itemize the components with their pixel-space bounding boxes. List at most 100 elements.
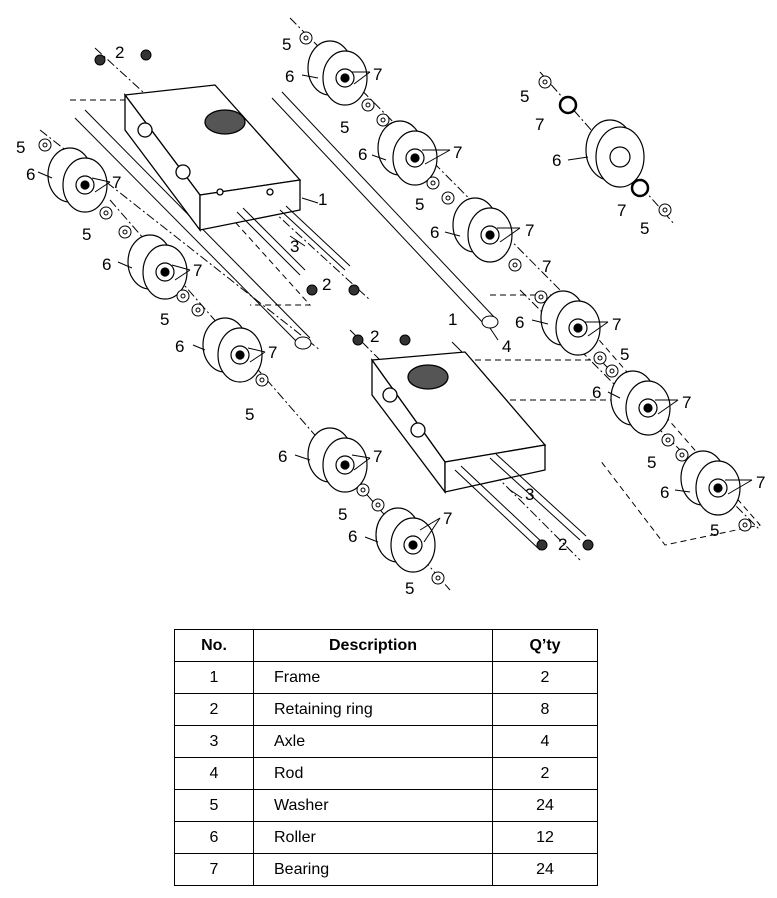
cell-no: 6	[174, 821, 254, 854]
roller	[307, 40, 368, 106]
callout-5: 5	[647, 453, 656, 472]
axles	[236, 205, 587, 551]
leader-lines	[37, 71, 753, 543]
cell-description: Retaining ring	[253, 693, 493, 726]
callout-2: 2	[115, 43, 124, 62]
callout-6: 6	[660, 483, 669, 502]
cell-no: 7	[174, 853, 254, 886]
cell-description: Frame	[253, 661, 493, 694]
callout-5: 5	[620, 345, 629, 364]
callout-7: 7	[112, 173, 121, 192]
rollers	[47, 40, 741, 573]
roller	[127, 234, 188, 300]
cell-description: Washer	[253, 789, 493, 822]
callout-5: 5	[415, 195, 424, 214]
callout-5: 5	[160, 310, 169, 329]
cell-no: 3	[174, 725, 254, 758]
callout-6: 6	[552, 151, 561, 170]
callout-6: 6	[285, 67, 294, 86]
callout-5: 5	[245, 405, 254, 424]
roller	[202, 317, 263, 383]
callout-5: 5	[16, 138, 25, 157]
callout-5: 5	[405, 579, 414, 598]
callout-6: 6	[26, 165, 35, 184]
callout-6: 6	[592, 383, 601, 402]
callout-7: 7	[453, 143, 462, 162]
frame-upper	[123, 84, 302, 232]
roller	[375, 507, 436, 573]
callout-6: 6	[175, 337, 184, 356]
header-no: No.	[174, 629, 254, 662]
callout-6: 6	[430, 223, 439, 242]
roller	[585, 119, 645, 188]
table-header-row: No. Description Q’ty	[174, 629, 598, 662]
callout-7: 7	[525, 221, 534, 240]
cell-qty: 8	[492, 693, 598, 726]
callout-labels: 2 5 6 7 5 6 7 5 6 7 5 6 7 5 6 7 5 1 3 2 …	[16, 35, 765, 598]
callout-5: 5	[340, 118, 349, 137]
callout-7: 7	[535, 115, 544, 134]
exploded-view-diagram: 2 5 6 7 5 6 7 5 6 7 5 6 7 5 6 7 5 1 3 2 …	[16, 17, 765, 598]
cell-qty: 24	[492, 789, 598, 822]
cell-qty: 2	[492, 757, 598, 790]
callout-7: 7	[373, 447, 382, 466]
roller	[307, 427, 368, 493]
cell-qty: 2	[492, 661, 598, 694]
callout-7: 7	[682, 393, 691, 412]
callout-7: 7	[193, 261, 202, 280]
roller	[540, 290, 601, 356]
frame-lower	[370, 351, 547, 494]
bearings	[558, 95, 650, 198]
callout-5: 5	[710, 521, 719, 540]
retaining-rings	[94, 49, 594, 551]
cell-no: 4	[174, 757, 254, 790]
cell-no: 1	[174, 661, 254, 694]
cell-qty: 12	[492, 821, 598, 854]
callout-6: 6	[348, 527, 357, 546]
callout-5: 5	[82, 225, 91, 244]
callout-2: 2	[370, 327, 379, 346]
header-qty: Q’ty	[492, 629, 598, 662]
cell-description: Bearing	[253, 853, 493, 886]
callout-2: 2	[558, 535, 567, 554]
roller	[680, 450, 741, 516]
callout-7: 7	[617, 201, 626, 220]
callout-6: 6	[358, 145, 367, 164]
roller	[610, 370, 671, 436]
cell-no: 2	[174, 693, 254, 726]
roller	[452, 197, 513, 263]
callout-6: 6	[278, 447, 287, 466]
callout-1: 1	[448, 310, 457, 329]
callout-3: 3	[290, 237, 299, 256]
roller	[377, 120, 438, 186]
callout-5: 5	[640, 219, 649, 238]
callout-6: 6	[102, 255, 111, 274]
callout-5: 5	[338, 505, 347, 524]
cell-no: 5	[174, 789, 254, 822]
callout-7: 7	[612, 315, 621, 334]
roller	[47, 147, 108, 213]
callout-5: 5	[520, 87, 529, 106]
callout-6: 6	[515, 313, 524, 332]
callout-3: 3	[525, 485, 534, 504]
cell-qty: 24	[492, 853, 598, 886]
cell-qty: 4	[492, 725, 598, 758]
washers	[38, 31, 752, 585]
callout-1: 1	[318, 190, 327, 209]
cell-description: Axle	[253, 725, 493, 758]
callout-4: 4	[502, 337, 511, 356]
callout-7: 7	[756, 473, 765, 492]
callout-7: 7	[268, 343, 277, 362]
cell-description: Roller	[253, 821, 493, 854]
callout-7: 7	[542, 257, 551, 276]
callout-7: 7	[373, 65, 382, 84]
cell-description: Rod	[253, 757, 493, 790]
callout-7: 7	[443, 509, 452, 528]
